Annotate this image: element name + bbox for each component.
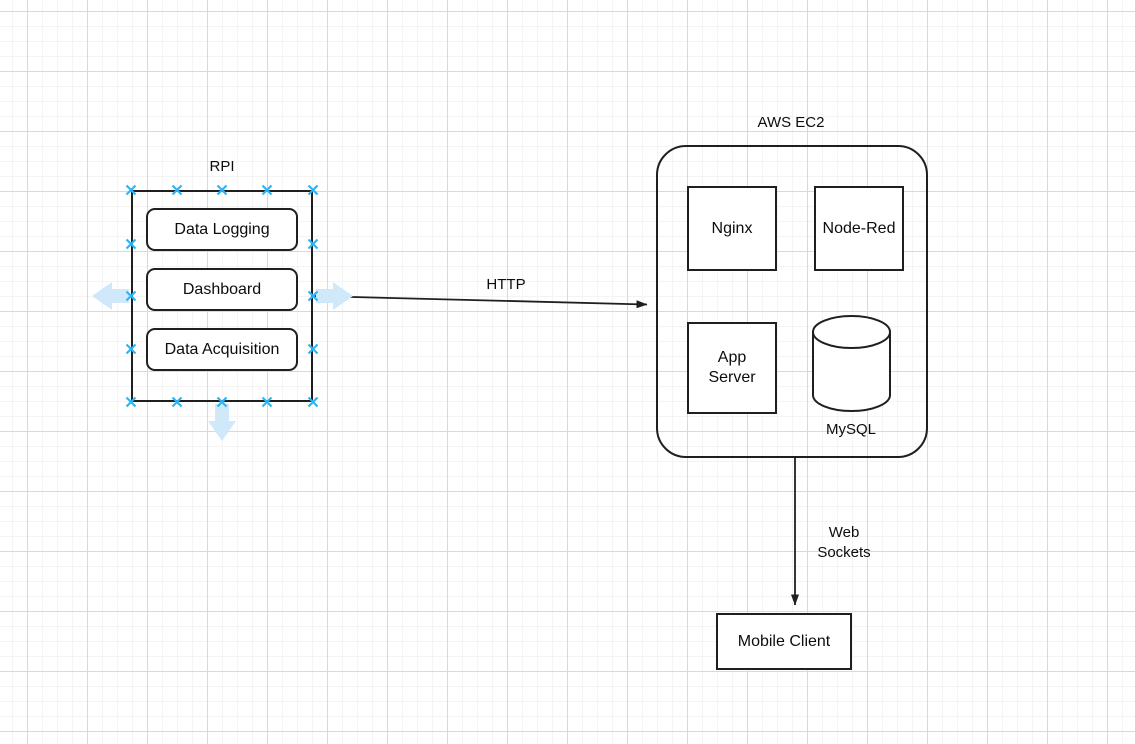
selection-handle-right-middle xyxy=(307,290,319,302)
node-dashboard[interactable]: Dashboard xyxy=(146,268,298,311)
selection-handle-top-left xyxy=(125,184,137,196)
selection-handle-bottom-center-left xyxy=(171,396,183,408)
selection-handle-right-upper xyxy=(307,238,319,250)
selection-handle-bottom-center xyxy=(216,396,228,408)
selection-handle-top-center xyxy=(216,184,228,196)
node-app-server[interactable]: App Server xyxy=(687,322,777,414)
aws-ec2-container[interactable] xyxy=(656,145,928,458)
node-data-acquisition[interactable]: Data Acquisition xyxy=(146,328,298,371)
selection-handle-top-center-left xyxy=(171,184,183,196)
node-nginx[interactable]: Nginx xyxy=(687,186,777,271)
selection-handle-left-lower xyxy=(125,343,137,355)
selection-handle-right-lower xyxy=(307,343,319,355)
selection-handle-bottom-center-right xyxy=(261,396,273,408)
selection-handle-bottom-right xyxy=(307,396,319,408)
node-mobile-client[interactable]: Mobile Client xyxy=(716,613,852,670)
selection-handle-bottom-left xyxy=(125,396,137,408)
node-node-red[interactable]: Node-Red xyxy=(814,186,904,271)
rpi-group-label: RPI xyxy=(209,158,235,175)
edge-http xyxy=(312,295,648,309)
edge-label-web-sockets: Web Sockets xyxy=(817,524,871,562)
direction-arrow-left[interactable] xyxy=(92,282,129,310)
mysql-label: MySQL xyxy=(825,421,877,438)
selection-handles[interactable] xyxy=(125,184,319,408)
selection-handle-left-upper xyxy=(125,238,137,250)
edge-label-http: HTTP xyxy=(486,276,526,293)
selection-handle-top-center-right xyxy=(261,184,273,196)
aws-group-label: AWS EC2 xyxy=(757,114,825,131)
direction-arrow-right[interactable] xyxy=(316,282,353,310)
node-mysql-cylinder[interactable] xyxy=(812,315,891,412)
direction-arrow-down[interactable] xyxy=(208,404,236,441)
node-data-logging[interactable]: Data Logging xyxy=(146,208,298,251)
selection-handle-top-right xyxy=(307,184,319,196)
selection-handle-left-middle xyxy=(125,290,137,302)
